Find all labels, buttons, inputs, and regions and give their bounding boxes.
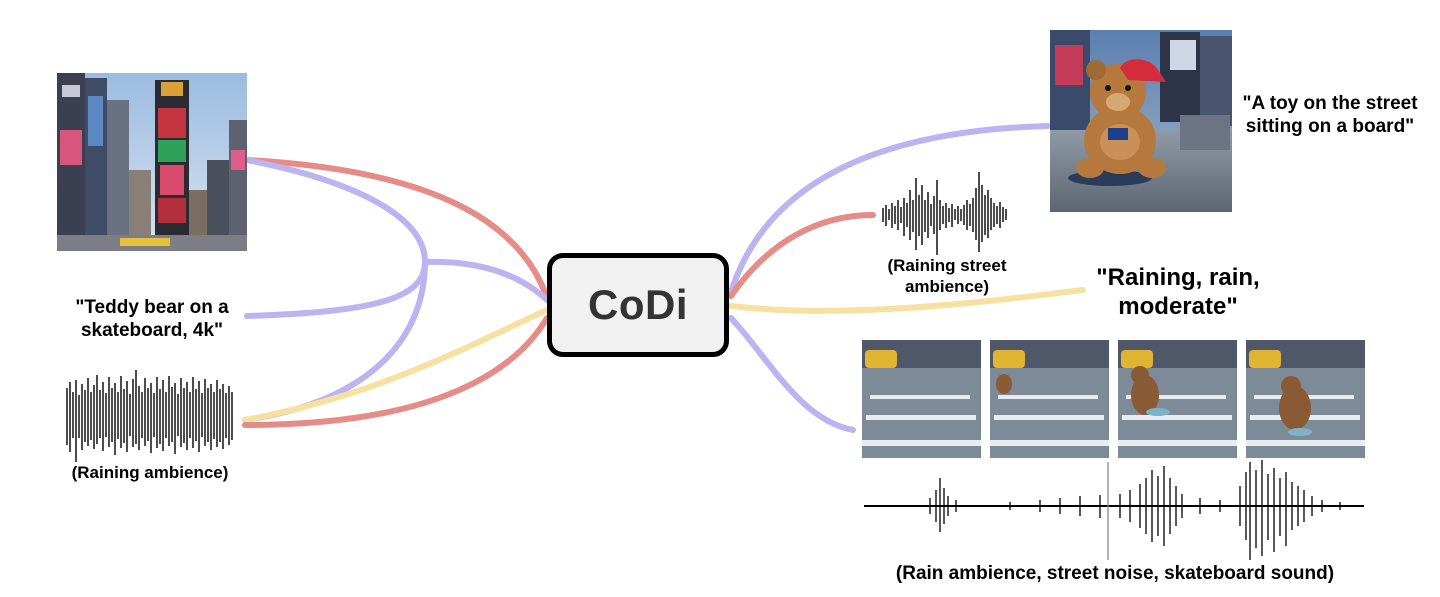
codi-to-text-line xyxy=(728,287,1086,314)
video-audio-waveform xyxy=(864,460,1364,560)
output-audio-caption: (Raining street ambience) xyxy=(887,256,1007,296)
input-connectors xyxy=(242,157,550,428)
audio-to-codi-red-line xyxy=(242,315,550,428)
video-frame-2 xyxy=(990,340,1109,458)
codi-to-audio-line xyxy=(728,212,876,299)
output-image-caption: "A toy on the street sitting on a board" xyxy=(1242,93,1418,138)
input-audio-caption: (Raining ambience) xyxy=(71,463,229,482)
hub-to-codi-line xyxy=(422,258,550,303)
codi-model-box: CoDi xyxy=(547,253,729,357)
input-image-times-square xyxy=(57,73,247,251)
output-connectors xyxy=(728,123,1086,433)
output-video-audio-caption: (Rain ambience, street noise, skateboard… xyxy=(895,563,1335,584)
image-to-codi-line xyxy=(244,157,550,301)
input-text-prompt: "Teddy bear on a skateboard, 4k" xyxy=(75,297,229,342)
codi-label: CoDi xyxy=(588,281,688,328)
image-to-hub-line xyxy=(244,157,428,265)
codi-to-image-line xyxy=(728,123,1051,295)
video-frame-1 xyxy=(862,340,981,458)
input-audio-waveform xyxy=(66,370,233,462)
video-frame-4 xyxy=(1246,340,1365,458)
codi-to-video-line xyxy=(728,315,856,433)
output-image-teddy-bear xyxy=(1050,30,1232,212)
output-text: "Raining, rain, moderate" xyxy=(1096,264,1260,321)
video-frame-3 xyxy=(1118,340,1237,458)
output-video-frames xyxy=(862,340,1365,458)
audio-to-codi-yellow-line xyxy=(242,307,550,423)
text-to-hub-line xyxy=(244,259,428,319)
output-audio-waveform xyxy=(882,172,1007,255)
